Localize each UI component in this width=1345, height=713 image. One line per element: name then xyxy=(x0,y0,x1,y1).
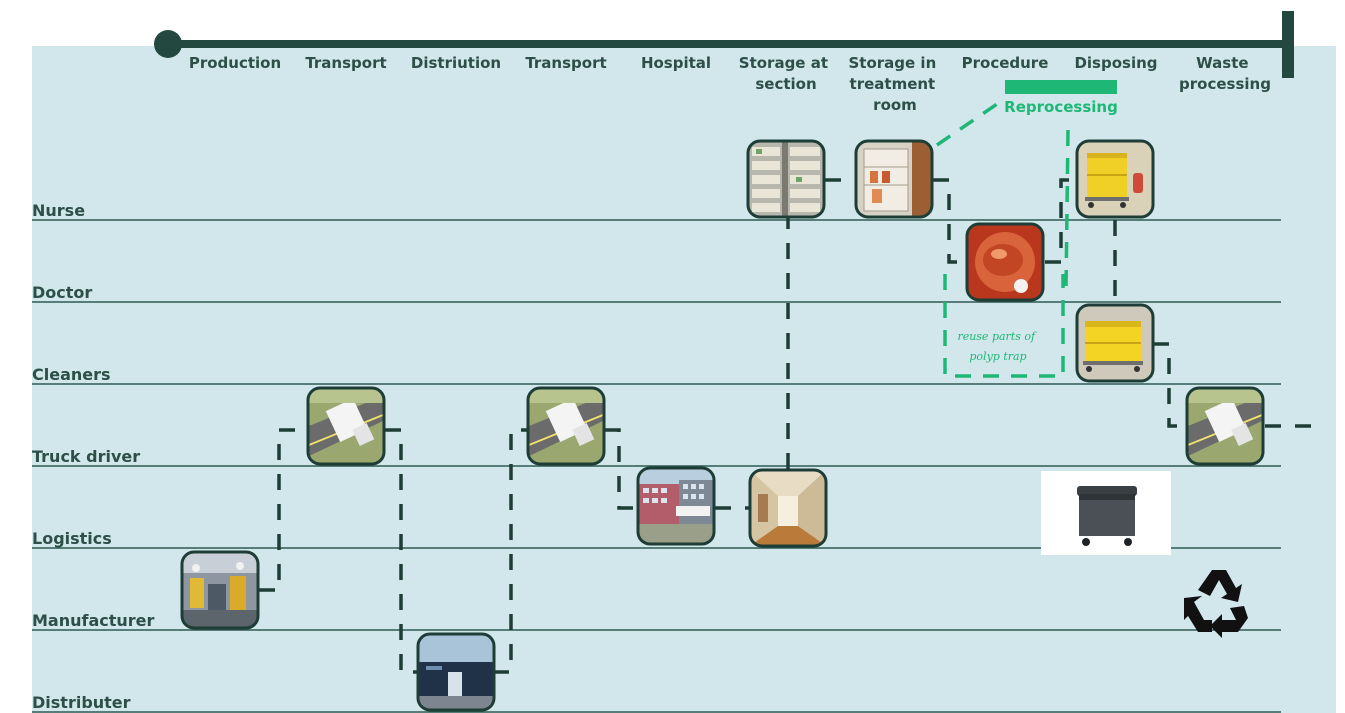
yellow-waste-cart-photo-icon xyxy=(1075,303,1155,383)
recycle-icon xyxy=(1184,570,1248,638)
role-logistics: Logistics xyxy=(32,529,112,548)
reprocessing-bar xyxy=(1005,80,1117,94)
timeline-end-marker xyxy=(1282,11,1294,78)
connector-cart-to-truck xyxy=(1153,342,1187,428)
phase-headers: Production Transport Distriution Transpo… xyxy=(189,54,1271,114)
connector-procedure-to-disposing xyxy=(1045,178,1077,264)
phase-procedure: Procedure xyxy=(962,54,1049,72)
role-labels: Nurse Doctor Cleaners Truck driver Logis… xyxy=(32,201,155,712)
reprocessing-link-left xyxy=(936,100,1001,147)
connector-distributer-to-truck xyxy=(493,428,527,674)
connector-manufacturer-to-truck xyxy=(259,428,307,592)
phase-storage-section: Storage at section xyxy=(739,54,833,93)
phase-storage-room: Storage in treatment room xyxy=(849,54,942,114)
reprocessing-label: Reprocessing xyxy=(1004,98,1118,116)
connector-truck-to-distributer xyxy=(385,428,419,674)
phase-hospital: Hospital xyxy=(641,54,711,72)
truck-photo-icon xyxy=(1185,386,1265,466)
phase-transport-1: Transport xyxy=(305,54,386,72)
phase-distribution: Distriution xyxy=(411,54,501,72)
hospital-building-photo-icon xyxy=(636,466,716,546)
connector-cabinet-to-procedure xyxy=(933,178,967,264)
role-cleaners: Cleaners xyxy=(32,365,111,384)
warehouse-photo-icon xyxy=(416,632,496,712)
role-manufacturer: Manufacturer xyxy=(32,611,155,630)
phase-waste-processing: Waste processing xyxy=(1179,54,1271,93)
reprocessing-group: Reprocessing reuse parts of polyp trap xyxy=(936,80,1118,378)
yellow-waste-cart-photo-icon xyxy=(1075,139,1155,219)
hospital-corridor-photo-icon xyxy=(748,468,828,548)
storage-shelves-photo-icon xyxy=(746,139,826,219)
connector-truck-to-hospital xyxy=(605,428,637,510)
timeline-start-marker xyxy=(154,30,182,58)
reprocessing-note: reuse parts of polyp trap xyxy=(957,330,1038,363)
phase-disposing: Disposing xyxy=(1074,54,1157,72)
flow-connectors xyxy=(259,178,1325,674)
lane-lines xyxy=(32,219,1281,713)
endoscopy-photo-icon xyxy=(965,222,1045,302)
role-doctor: Doctor xyxy=(32,283,92,302)
role-truck-driver: Truck driver xyxy=(32,447,140,466)
waste-container-icon xyxy=(1041,471,1171,555)
factory-photo-icon xyxy=(180,550,260,630)
role-distributer: Distributer xyxy=(32,693,131,712)
phase-transport-2: Transport xyxy=(525,54,606,72)
timeline-axis xyxy=(154,11,1294,78)
treatment-cabinet-photo-icon xyxy=(854,139,934,219)
phase-production: Production xyxy=(189,54,281,72)
truck-photo-icon xyxy=(306,386,386,466)
role-nurse: Nurse xyxy=(32,201,85,220)
truck-photo-icon xyxy=(526,386,606,466)
